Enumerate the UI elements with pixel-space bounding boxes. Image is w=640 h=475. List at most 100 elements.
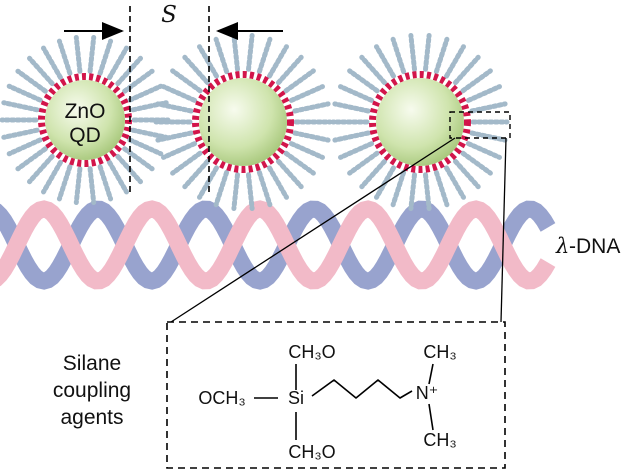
qd-sphere <box>199 78 287 166</box>
ligand <box>6 137 43 157</box>
ligand <box>444 44 466 79</box>
bond-propyl-chain <box>311 379 413 399</box>
ligand <box>127 137 164 157</box>
ligand <box>292 130 331 143</box>
ligand <box>292 101 331 114</box>
ligand <box>107 45 129 81</box>
ligand <box>6 83 43 103</box>
dna-strand-blue <box>0 200 556 290</box>
ligand <box>231 33 240 72</box>
molecule-si: Si <box>288 388 304 408</box>
ligand <box>433 36 450 75</box>
ligand <box>127 83 164 103</box>
dna-label-lambda: λ <box>555 234 569 258</box>
dna-label-rest: -DNA <box>569 235 620 258</box>
molecule-n-plus: N⁺ <box>416 383 439 403</box>
ligand <box>276 158 304 190</box>
ligand <box>453 54 481 86</box>
ligand <box>283 150 316 176</box>
dna-helix <box>0 200 556 290</box>
molecule-box <box>166 321 506 469</box>
ligand <box>246 33 255 72</box>
ligand <box>460 68 493 94</box>
qd-sphere <box>45 80 125 160</box>
ligand <box>347 68 380 94</box>
ligand <box>15 146 48 172</box>
molecule-left-methoxy: OCH₃ <box>198 388 245 408</box>
ligand <box>170 68 203 94</box>
silane-label-line3: agents <box>60 406 123 429</box>
ligand <box>182 54 210 86</box>
ligand <box>213 36 230 75</box>
ligand <box>97 38 114 76</box>
ligand <box>347 150 380 176</box>
callout-line-left <box>170 137 456 323</box>
ligand <box>122 146 155 172</box>
ligand <box>27 153 55 185</box>
ligand <box>267 165 289 200</box>
ligand <box>332 130 371 143</box>
ligand <box>256 169 273 208</box>
bond-bottom-right-methyl <box>428 403 434 431</box>
molecule-top-right-methyl: CH₃ <box>423 342 456 362</box>
silane-label-line1: Silane <box>63 352 121 375</box>
ligand <box>107 159 129 195</box>
ligand <box>408 172 417 211</box>
ligand <box>444 165 466 200</box>
ligand <box>423 172 432 211</box>
ligand <box>115 153 143 185</box>
ligand <box>161 84 198 103</box>
ligand <box>197 165 219 200</box>
ligand <box>41 159 63 195</box>
ligand <box>231 172 240 211</box>
ligand <box>73 35 83 74</box>
ligand <box>267 44 289 79</box>
qd-particle <box>0 35 171 205</box>
ligand <box>288 84 325 103</box>
ligand <box>130 127 169 140</box>
spacing-label: S <box>161 2 177 28</box>
ligand <box>408 33 417 72</box>
callout-line-right <box>500 137 507 323</box>
qd-label-line2: QD <box>69 124 101 147</box>
ligand <box>27 55 55 87</box>
ligand <box>155 130 194 143</box>
ligand <box>453 158 481 190</box>
ligand <box>246 172 255 211</box>
ligand <box>460 150 493 176</box>
ligand <box>390 169 407 208</box>
ligand <box>41 45 63 81</box>
ligand <box>256 36 273 75</box>
ligand <box>73 166 83 205</box>
ligand <box>283 68 316 94</box>
ligand <box>359 158 387 190</box>
silane-crown <box>38 73 132 167</box>
molecule-bottom-right-methyl: CH₃ <box>423 430 456 450</box>
ligand <box>15 68 48 94</box>
ligand <box>469 101 508 114</box>
ligand <box>115 55 143 87</box>
ligand <box>97 164 114 202</box>
ligand <box>465 84 502 103</box>
ligand <box>56 164 73 202</box>
ligand <box>338 84 375 103</box>
ligand <box>332 101 371 114</box>
molecule-structure: CH₃O OCH₃ Si CH₃O N⁺ CH₃ CH₃ <box>198 342 456 462</box>
ligand <box>433 169 450 208</box>
ligand <box>155 101 194 114</box>
ligand <box>197 44 219 79</box>
qd-particle <box>153 33 333 211</box>
ligand <box>374 44 396 79</box>
ligand <box>122 68 155 94</box>
ligand <box>359 54 387 86</box>
ligand <box>1 100 40 113</box>
silane-label-line2: coupling <box>53 379 131 402</box>
ligand <box>338 141 375 160</box>
silane-crown <box>369 71 471 173</box>
molecule-bottom-methoxy: CH₃O <box>288 442 335 462</box>
qd-label-line1: ZnO <box>65 100 106 123</box>
qd-particle <box>330 33 510 211</box>
zoom-region-box <box>449 111 511 139</box>
